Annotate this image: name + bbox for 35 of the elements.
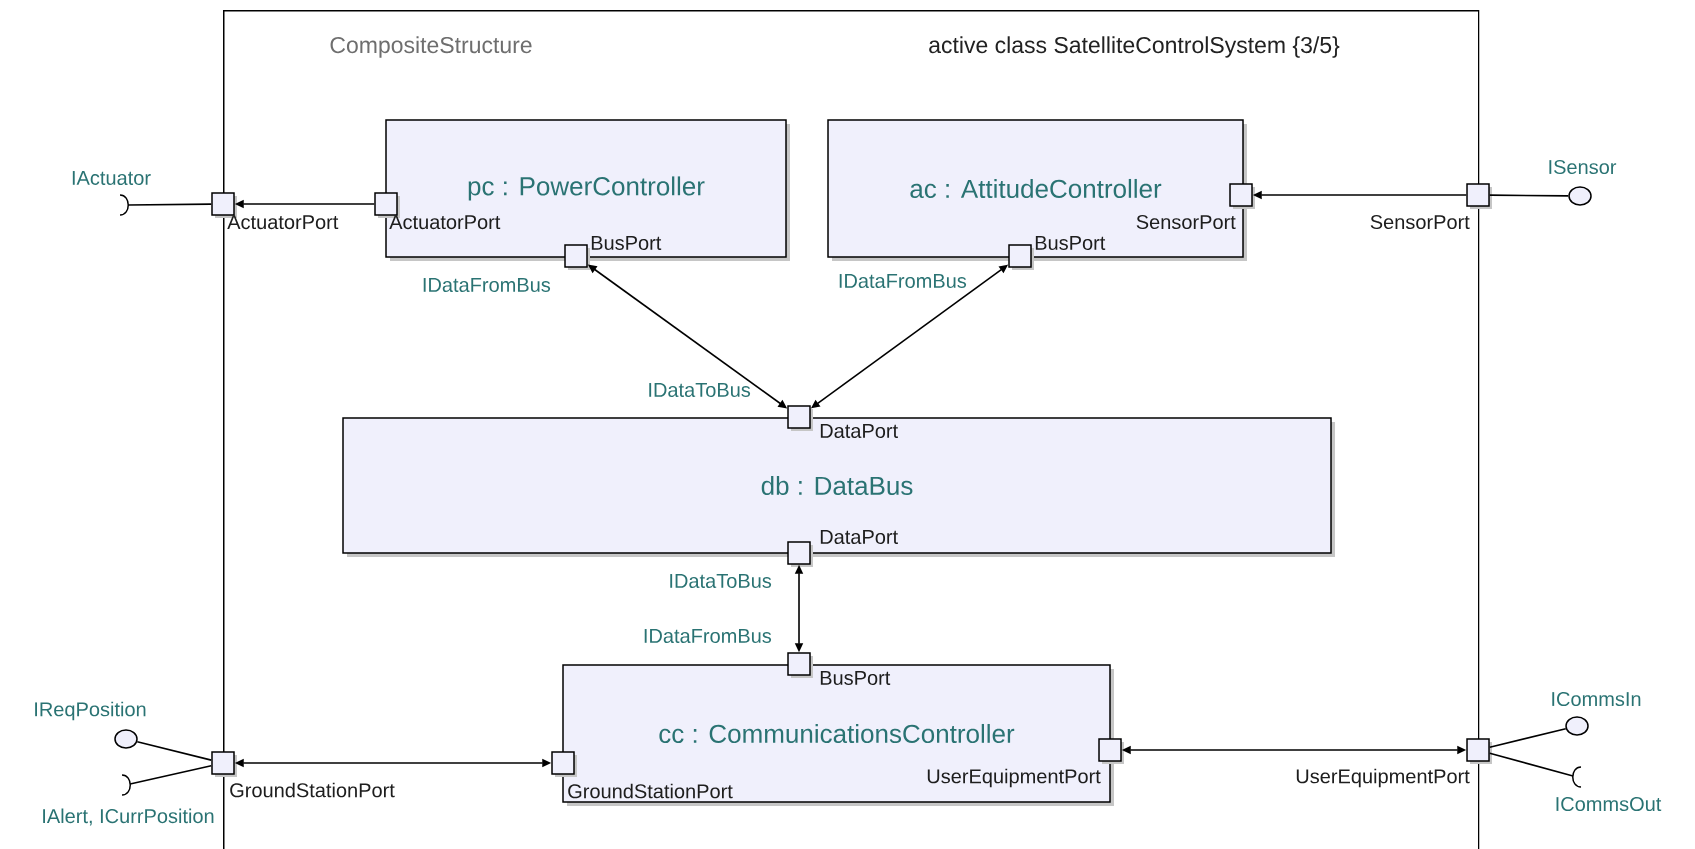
interface-label: IDataToBus bbox=[670, 574, 772, 588]
port-label: BusPort bbox=[820, 671, 891, 685]
port-label: SensorPort bbox=[1136, 214, 1236, 230]
provided-interface: ICommsIn bbox=[1552, 691, 1641, 736]
node-label: ICommsIn bbox=[1552, 691, 1641, 707]
interface-label: IDataToBus bbox=[649, 383, 751, 397]
port-label: ActuatorPort bbox=[227, 215, 339, 230]
interface-label: IDataFromBus bbox=[839, 274, 967, 288]
interface-label: IDataFromBus bbox=[423, 278, 551, 292]
connector bbox=[136, 741, 213, 761]
node-label: ISensor bbox=[1549, 159, 1617, 175]
port-label: ActuatorPort bbox=[389, 215, 501, 230]
provided-interface: ISensor bbox=[1549, 159, 1617, 206]
connector bbox=[1488, 727, 1567, 748]
connector bbox=[1488, 194, 1570, 197]
connector bbox=[129, 764, 213, 785]
node-label: IReqPosition bbox=[35, 701, 146, 721]
port-label: UserEquipmentPort bbox=[927, 768, 1101, 788]
interface-label: IDataFromBus bbox=[644, 629, 772, 643]
port-label: BusPort bbox=[1035, 236, 1106, 250]
frame-heading: CompositeStructure bbox=[330, 36, 532, 58]
port-label: GroundStationPort bbox=[230, 782, 395, 798]
connector bbox=[1488, 752, 1574, 777]
port-label: UserEquipmentPort bbox=[1296, 768, 1470, 788]
port-label: DataPort bbox=[820, 530, 898, 544]
required-interface: IActuator bbox=[72, 171, 151, 216]
port-label: DataPort bbox=[820, 424, 898, 438]
required-interface: IAlert, ICurrPosition bbox=[43, 774, 214, 826]
frame-heading: active class SatelliteControlSystem {3/5} bbox=[929, 36, 1340, 58]
provided-interface: IReqPosition bbox=[35, 701, 146, 749]
required-interface: ICommsOut bbox=[1556, 766, 1662, 812]
port-label: SensorPort bbox=[1370, 214, 1470, 230]
port-label: GroundStationPort bbox=[568, 783, 733, 799]
port-label: BusPort bbox=[591, 236, 662, 250]
connector bbox=[127, 203, 213, 206]
